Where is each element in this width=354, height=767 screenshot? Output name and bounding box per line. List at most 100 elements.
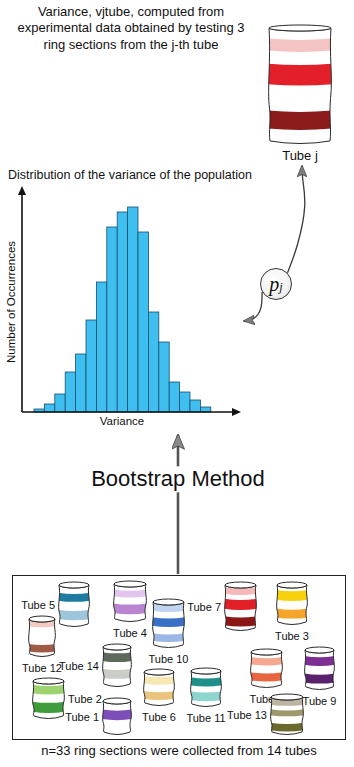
tube-outline	[269, 28, 332, 144]
tube-band	[302, 656, 337, 666]
tube-rim	[269, 25, 331, 31]
tube-band	[268, 709, 306, 716]
tube-node: Tube 3	[275, 581, 309, 643]
tube-shape	[190, 667, 222, 709]
axis-label-holder: Variance	[22, 415, 222, 428]
tube-node: Tube 13	[227, 693, 304, 737]
tube-node: Tube 6	[142, 668, 176, 724]
y-axis-head	[18, 186, 26, 195]
tube-band	[30, 701, 67, 713]
tube-node: Tube j	[268, 24, 332, 164]
tube-outline	[33, 681, 65, 719]
axis-label-holder: Number of Occurrences	[5, 241, 18, 363]
tube-label: Tube 6	[142, 711, 176, 724]
tube-rim	[191, 668, 221, 674]
tube-band	[222, 616, 259, 627]
histogram-bar	[55, 394, 65, 412]
tube-label: Tube 4	[113, 627, 147, 640]
tube-outline	[103, 647, 132, 687]
tube-band	[222, 599, 259, 611]
tube-node: Tube 7	[187, 581, 257, 633]
tube-shape	[143, 668, 175, 708]
tube-outline	[277, 585, 308, 625]
histogram-bar	[117, 212, 127, 412]
tube-rim	[251, 649, 282, 655]
tube-rim	[153, 599, 184, 605]
edge-label: Bootstrap Method	[87, 467, 269, 492]
x-axis-head	[232, 408, 241, 416]
tube-band	[111, 589, 149, 597]
connectors	[178, 166, 305, 574]
tube-shape	[113, 580, 147, 624]
tube-band	[188, 677, 224, 687]
histogram-bar	[190, 400, 200, 412]
tube-rim	[225, 582, 256, 588]
tube-band	[274, 590, 310, 601]
histogram-bar	[107, 227, 117, 412]
tube-rim	[29, 616, 55, 622]
tube-label: Tube 5	[21, 599, 55, 612]
histogram-bar	[128, 207, 138, 412]
tube-band	[248, 657, 285, 666]
tube-node: Tube 14	[59, 643, 132, 689]
histogram-chart	[4, 186, 242, 432]
tube-label: Tube 9	[303, 695, 337, 708]
description-text: Variance, vjtube, computed from experime…	[6, 4, 256, 53]
connector-arrow	[244, 292, 262, 321]
tube-body	[114, 584, 147, 622]
tube-outline	[114, 584, 147, 622]
tube-outline	[305, 650, 335, 690]
tube-shape	[32, 677, 65, 721]
tube-outline	[59, 585, 90, 627]
tube-rim	[103, 644, 131, 650]
probability-circle: pj	[260, 268, 292, 300]
tube-band	[188, 691, 224, 701]
tube-band	[150, 617, 187, 627]
tube-rim	[271, 694, 303, 700]
axis-label: Number of Occurrences	[5, 241, 18, 363]
tube-shape	[270, 693, 304, 737]
tube-rim	[114, 581, 146, 587]
label-holder: Variance, vjtube, computed from experime…	[6, 4, 256, 53]
tube-rim	[144, 669, 174, 675]
tube-shape	[58, 581, 90, 629]
tube-body	[251, 652, 283, 688]
tube-node: Tube 4	[113, 580, 147, 640]
tube-outline	[191, 671, 222, 707]
tube-node: Tube 9	[303, 646, 337, 708]
tube-label: Tube 12	[22, 662, 62, 675]
tube-shape	[102, 697, 132, 737]
histogram-bar	[180, 392, 190, 412]
label-holder: Distribution of the variance of the popu…	[8, 168, 348, 184]
tube-rim	[33, 678, 64, 684]
sample-caption: n=33 ring sections were collected from 1…	[12, 744, 346, 759]
tube-label: Tube 7	[187, 601, 221, 614]
tube-band	[26, 644, 58, 653]
tube-outline	[144, 672, 175, 706]
tube-outline	[225, 585, 257, 631]
tube-outline	[153, 602, 185, 648]
tube-shape	[152, 598, 185, 650]
chart-title: Distribution of the variance of the popu…	[8, 168, 348, 184]
tube-rim	[59, 582, 89, 588]
tube-band	[111, 603, 149, 614]
histogram-bar	[86, 320, 96, 412]
histogram-bar	[169, 382, 179, 412]
histogram-bar	[148, 312, 158, 412]
tube-label: Tube 13	[227, 709, 267, 722]
histogram-bar	[76, 354, 86, 412]
tube-band	[141, 676, 177, 685]
connector-arrow	[177, 435, 180, 574]
histogram-bar	[138, 232, 148, 412]
tube-band	[100, 669, 134, 679]
histogram-bar	[159, 342, 169, 412]
tube-node: Tube 12	[22, 615, 62, 675]
tube-node: Tube 11	[186, 667, 225, 725]
histogram-panel: Number of OccurrencesVariance	[4, 186, 242, 432]
tube-shape	[28, 615, 56, 659]
tube-node: Tube 10	[149, 598, 189, 666]
histogram-bar	[96, 282, 106, 412]
